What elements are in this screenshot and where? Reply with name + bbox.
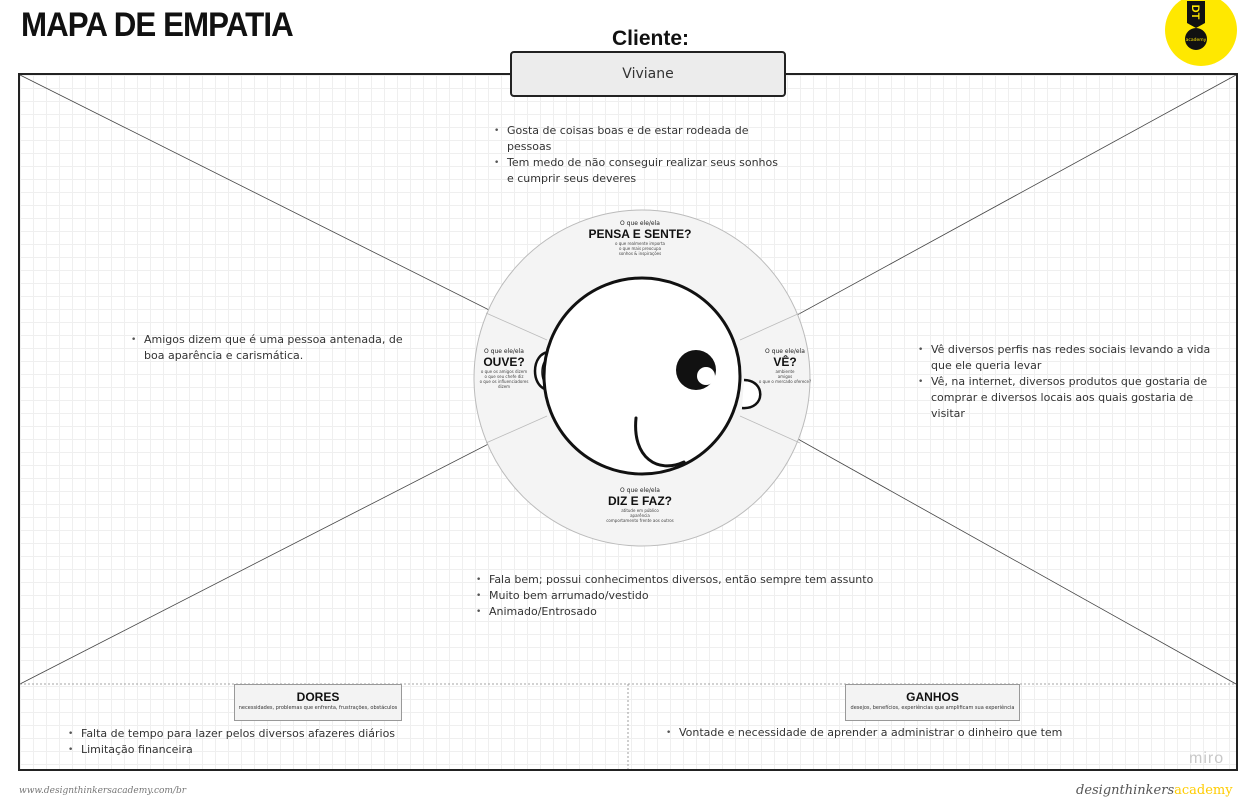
diagonal-top-left	[19, 74, 546, 339]
list-item: Tem medo de não conseguir realizar seus …	[494, 155, 784, 187]
wheel-main: OUVE?	[483, 355, 525, 369]
list-item: Limitação financeira	[68, 742, 468, 758]
wheel-sub: ambiente	[775, 369, 795, 374]
notes-ouve[interactable]: Amigos dizem que é uma pessoa antenada, …	[131, 332, 421, 364]
wheel-pre: O que ele/ela	[484, 348, 524, 355]
wheel-sub: o que seu chefe diz	[484, 374, 524, 379]
diagonal-bottom-right	[754, 414, 1237, 685]
list-item: Gosta de coisas boas e de estar rodeada …	[494, 123, 784, 155]
logo-text: academy	[1186, 37, 1207, 43]
client-name-field[interactable]: Viviane	[510, 51, 786, 97]
dores-title: DORES	[296, 690, 340, 704]
list-item: Falta de tempo para lazer pelos diversos…	[68, 726, 468, 742]
footer-url[interactable]: www.designthinkersacademy.com/br	[19, 786, 187, 796]
head-icon	[533, 276, 762, 476]
wheel-sub: aparência	[630, 513, 650, 518]
wheel-sub: o que os amigos dizem	[480, 369, 528, 374]
list-item: Muito bem arrumado/vestido	[476, 588, 876, 604]
wheel-sub: atitude em público	[621, 508, 659, 513]
wheel-pre: O que ele/ela	[620, 487, 660, 494]
svg-text:DT: DT	[1189, 5, 1201, 20]
ganhos-header: GANHOS desejos, benefícios, experiências…	[845, 684, 1020, 721]
diagonal-bottom-left	[19, 414, 546, 685]
diagonal-top-right	[754, 74, 1237, 339]
notes-ganhos[interactable]: Vontade e necessidade de aprender a admi…	[666, 725, 1086, 741]
wheel-pre: O que ele/ela	[620, 220, 660, 227]
wheel-pre: O que ele/ela	[765, 348, 805, 355]
ganhos-title: GANHOS	[906, 690, 959, 704]
wheel-sub: o que o mercado oferece?	[758, 379, 812, 384]
page-title: MAPA DE EMPATIA	[21, 6, 294, 44]
wheel-main: VÊ?	[773, 355, 797, 369]
client-label: Cliente:	[612, 27, 690, 50]
notes-pensa-e-sente[interactable]: Gosta de coisas boas e de estar rodeada …	[494, 123, 784, 187]
logo-mark-icon: DT academy	[1185, 1, 1207, 50]
list-item: Vontade e necessidade de aprender a admi…	[666, 725, 1086, 741]
wheel-label-ve: O que ele/ela VÊ? ambiente amigos o que …	[758, 348, 812, 384]
notes-dores[interactable]: Falta de tempo para lazer pelos diversos…	[68, 726, 468, 758]
dores-header: DORES necessidades, problemas que enfren…	[234, 684, 402, 721]
ganhos-subtitle: desejos, benefícios, experiências que am…	[850, 705, 1015, 711]
wheel-sub: amigos	[777, 374, 793, 379]
wheel-sub: comportamento frente aos outros	[606, 518, 674, 523]
wheel-label-pensa: O que ele/ela PENSA E SENTE? o que realm…	[580, 220, 700, 256]
wheel-sub: o que os influenciadores dizem	[479, 379, 529, 389]
list-item: Amigos dizem que é uma pessoa antenada, …	[131, 332, 421, 364]
list-item: Fala bem; possui conhecimentos diversos,…	[476, 572, 876, 588]
wheel-label-diz: O que ele/ela DIZ E FAZ? atitude em públ…	[590, 487, 690, 523]
wheel-label-ouve: O que ele/ela OUVE? o que os amigos dize…	[473, 348, 535, 389]
design-thinkers-academy-logo[interactable]: DT academy	[1165, 0, 1237, 66]
list-item: Vê, na internet, diversos produtos que g…	[918, 374, 1218, 422]
notes-diz-e-faz[interactable]: Fala bem; possui conhecimentos diversos,…	[476, 572, 876, 620]
wheel-sub: sonhos & inspirações	[618, 251, 662, 256]
notes-ve[interactable]: Vê diversos perfis nas redes sociais lev…	[918, 342, 1218, 422]
miro-watermark: miro	[1189, 750, 1225, 767]
dores-subtitle: necessidades, problemas que enfrenta, fr…	[238, 705, 398, 711]
wheel-main: DIZ E FAZ?	[608, 494, 672, 508]
wheel-main: PENSA E SENTE?	[588, 227, 692, 241]
list-item: Vê diversos perfis nas redes sociais lev…	[918, 342, 1218, 374]
wheel-sub: o que realmente importa	[615, 241, 665, 246]
wheel-sub: o que mais preocupa	[618, 246, 662, 251]
list-item: Animado/Entrosado	[476, 604, 876, 620]
